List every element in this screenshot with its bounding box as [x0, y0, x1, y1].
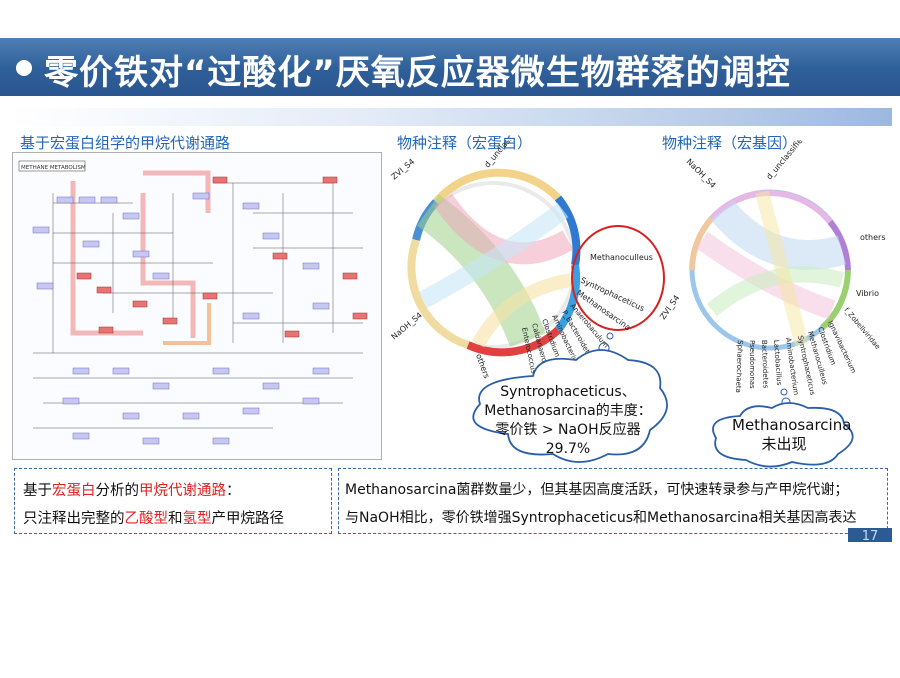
label-zvi-s4-right: ZVI_S4 [658, 293, 681, 321]
callout-line1: Syntrophaceticus、 [500, 384, 636, 400]
caption-highlight-acetate: 乙酸型 [124, 511, 169, 527]
summary-line2: 与NaOH相比，零价铁增强Syntrophaceticus和Methanosar… [345, 510, 857, 526]
label-zobellviridae: f_Zobellviridae [842, 306, 881, 351]
metaprotein-callout: Syntrophaceticus、 Methanosarcina的丰度： 零价铁… [468, 383, 668, 459]
label-methanoculleus: Methanoculleus [590, 253, 653, 262]
label-d-unclassified: d_unclassified [483, 140, 526, 169]
decorative-strip [8, 108, 892, 126]
diagram-title: METHANE METABOLISM [21, 165, 86, 171]
left-caption-box: 基于宏蛋白分析的甲烷代谢通路： 只注释出完整的乙酸型和氢型产甲烷路径 [14, 468, 332, 534]
caption-highlight-pathway: 甲烷代谢通路 [139, 483, 226, 499]
callout-line4: 29.7% [545, 441, 591, 457]
slide-title: 零价铁对“过酸化”厌氧反应器微生物群落的调控 [44, 53, 791, 93]
label-vibrio: Vibrio [856, 289, 879, 298]
label-zvi-s4: ZVI_S4 [390, 157, 417, 182]
label-others-right: others [860, 233, 885, 242]
label-bacteroidetes-right: Bacteroidetes [760, 340, 770, 389]
metagenome-chord-diagram: d_unclassified NaOH_S4 ZVI_S4 others Vib… [658, 140, 885, 468]
callout-line2: Methanosarcina的丰度： [484, 403, 652, 419]
label-lactobacillus: Lactobacillus [772, 340, 783, 386]
label-d-unclassified-right: d_unclassified [765, 140, 808, 181]
label-pseudomonas: Pseudomonas [748, 340, 756, 389]
left-caption-line2: 只注释出完整的乙酸型和氢型产甲烷路径 [23, 507, 284, 528]
bullet-dot-icon [16, 60, 32, 76]
label-others: others [474, 353, 491, 380]
caption-text: 只注释出完整的 [23, 511, 125, 527]
metaprotein-chord-diagram: d_unclassified ZVI_S4 NaOH_S4 others Met… [390, 140, 668, 463]
callout-line1: Methanosarcina [732, 416, 852, 434]
caption-highlight-hydrogen: 氢型 [182, 511, 212, 527]
callout-line2: 未出现 [761, 435, 807, 453]
pathway-svg: METHANE METABOLISM [18, 160, 368, 445]
callout-line3: 零价铁 > NaOH反应器 [495, 422, 641, 438]
label-naoh-s4: NaOH_S4 [390, 311, 424, 342]
slide: 零价铁对“过酸化”厌氧反应器微生物群落的调控 基于宏蛋白组学的甲烷代谢通路 ME… [0, 38, 900, 542]
label-sphaerochaeta: Sphaerochaeta [734, 340, 744, 393]
page-number: 17 [848, 528, 892, 542]
caption-text: 分析的 [95, 483, 140, 499]
caption-text: 和 [168, 511, 183, 527]
title-bar: 零价铁对“过酸化”厌氧反应器微生物群落的调控 [0, 38, 900, 96]
metagenome-callout: Methanosarcina 未出现 [732, 416, 852, 454]
caption-highlight-protein: 宏蛋白 [52, 483, 96, 499]
summary-line1: Methanosarcina菌群数量少，但其基因高度活跃，可快速转录参与产甲烷代… [345, 482, 849, 498]
bottom-summary-box: Methanosarcina菌群数量少，但其基因高度活跃，可快速转录参与产甲烷代… [338, 468, 888, 534]
metaprotein-heading: 物种注释（宏蛋白） [397, 134, 533, 152]
kegg-heading: 基于宏蛋白组学的甲烷代谢通路 [20, 134, 231, 152]
caption-text: 产甲烷路径 [211, 511, 285, 527]
label-naoh-s4-right: NaOH_S4 [685, 157, 718, 190]
metagenome-heading: 物种注释（宏基因） [662, 134, 798, 152]
left-caption-line1: 基于宏蛋白分析的甲烷代谢通路： [23, 479, 241, 500]
kegg-methane-pathway-diagram: METHANE METABOLISM [12, 152, 382, 460]
caption-text: ： [226, 483, 241, 499]
caption-text: 基于 [23, 483, 52, 499]
